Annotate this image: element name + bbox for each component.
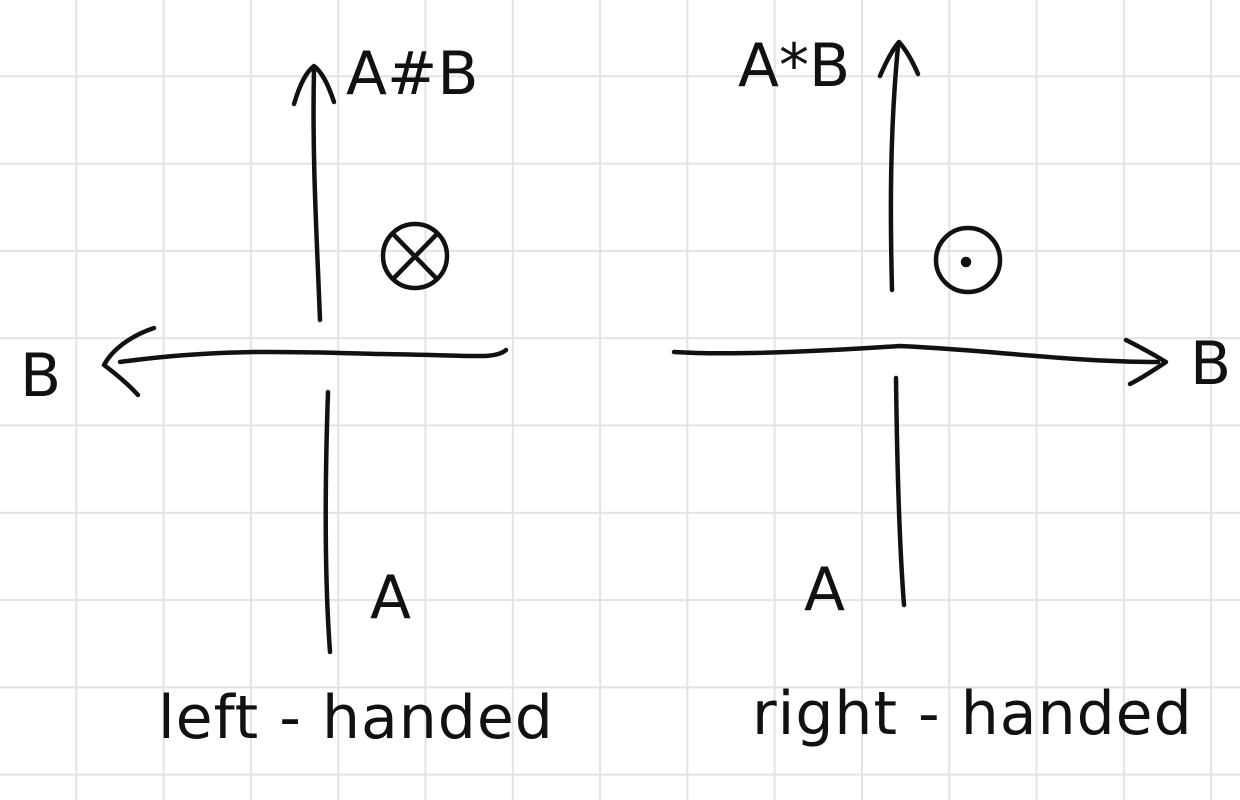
- right-frame-vertical-lower-axis: [893, 375, 907, 608]
- right-frame-right-arrowhead: [1123, 337, 1169, 387]
- right-frame-up-label: A*B: [738, 31, 851, 101]
- left-frame-vertical-lower-axis: [323, 389, 333, 655]
- right-frame-vertical-upper-axis: [888, 43, 901, 293]
- left-frame-up-label: A#B: [346, 39, 479, 109]
- left-frame-left-label: B: [20, 341, 62, 411]
- right-frame-caption: right - handed: [752, 679, 1193, 749]
- into-page-icon: [380, 221, 450, 291]
- left-frame-vertical-upper-axis: [311, 67, 323, 323]
- right-frame-horizontal-axis: [671, 343, 1161, 365]
- right-frame-right-label: B: [1190, 329, 1232, 399]
- right-frame-up-arrowhead: [877, 39, 921, 79]
- left-frame-caption: left - handed: [158, 683, 554, 753]
- left-frame-up-arrowhead: [291, 63, 337, 107]
- left-frame-left-arrowhead: [101, 325, 157, 398]
- left-frame-down-label: A: [370, 563, 412, 633]
- out-of-page-icon: [933, 225, 1003, 295]
- right-frame-down-label: A: [804, 555, 846, 625]
- left-frame-horizontal-axis: [117, 347, 509, 365]
